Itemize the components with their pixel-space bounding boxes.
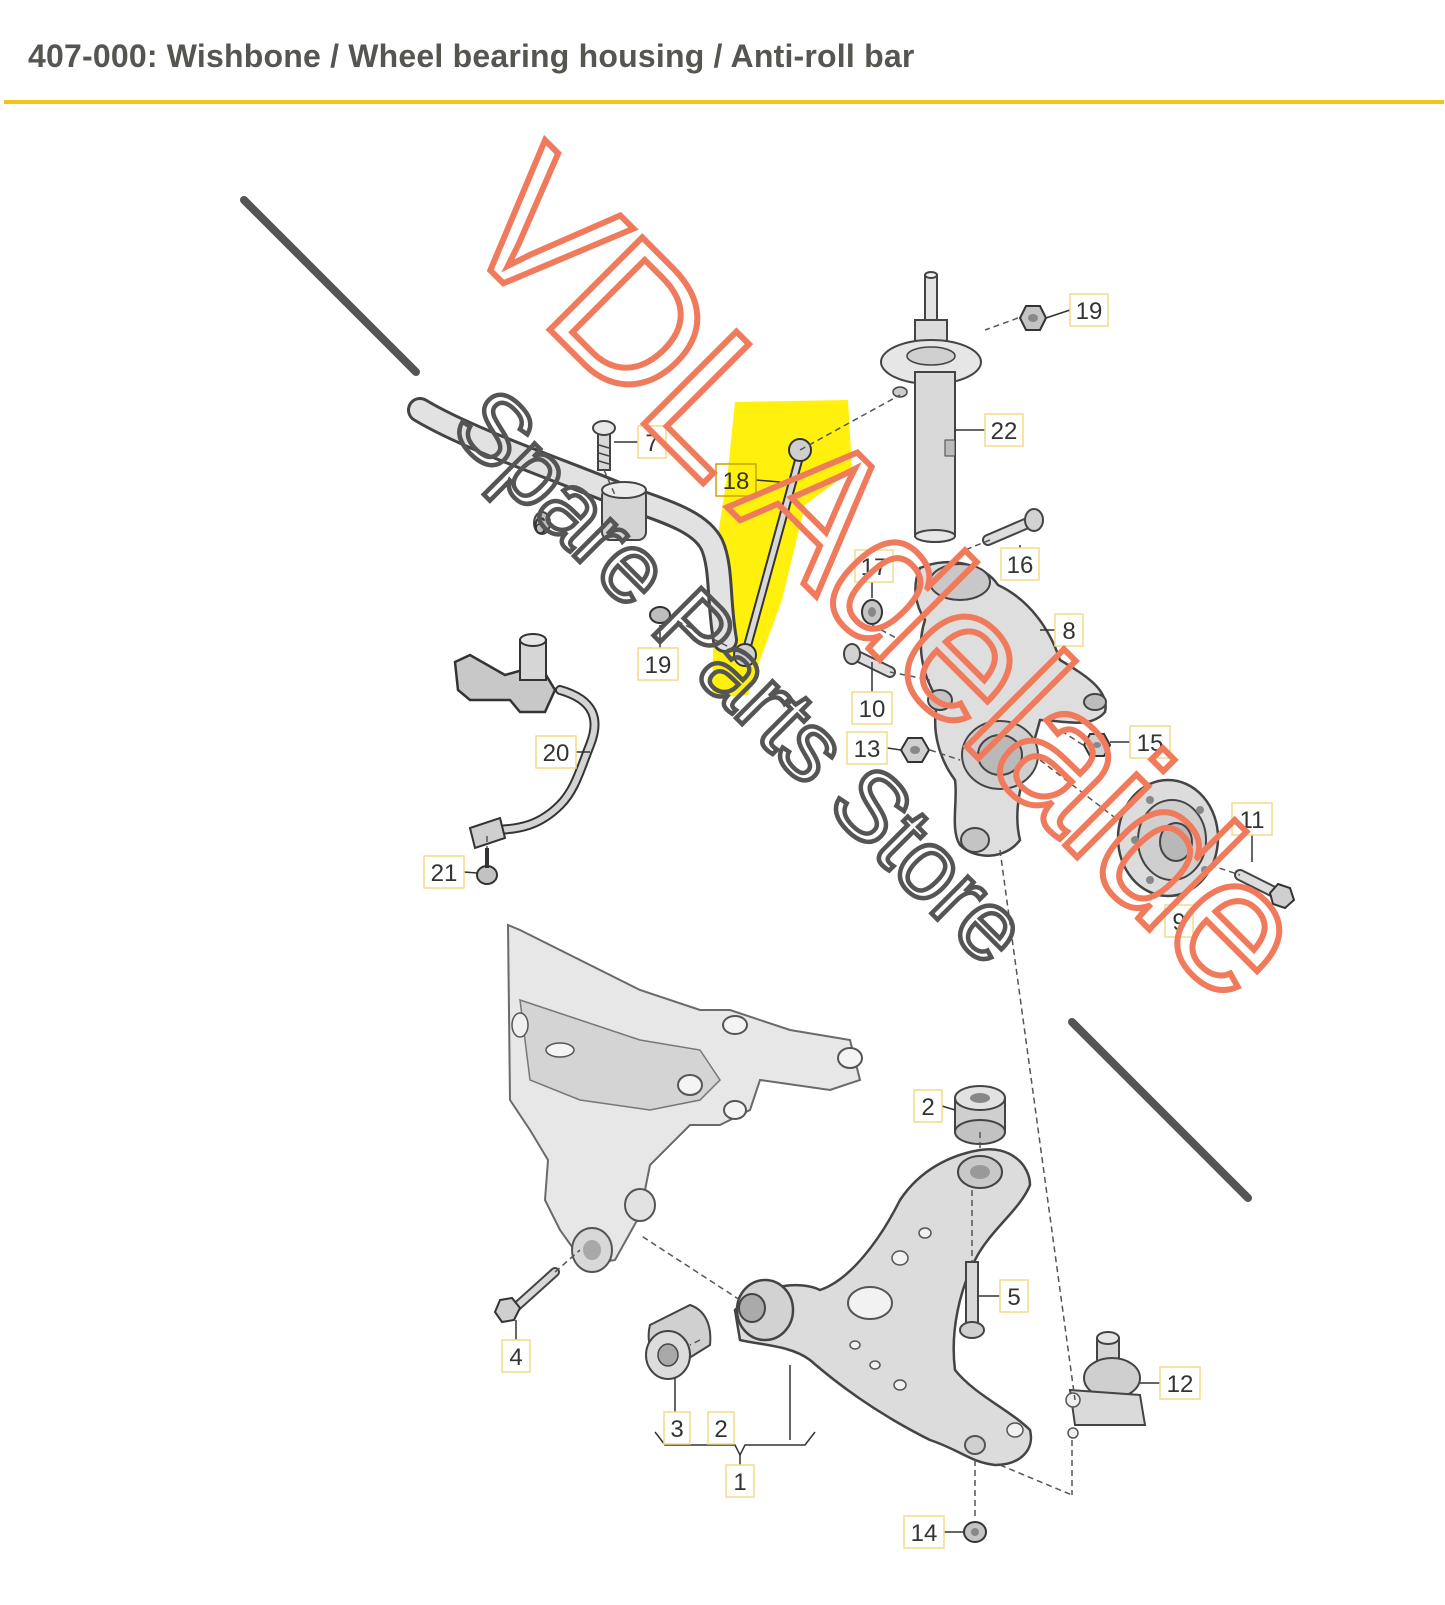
callout-17-label: 17: [861, 554, 888, 581]
subframe: [506, 923, 863, 1273]
callout-7-label: 7: [645, 430, 658, 457]
watermark-primary-text: VDL Adelaide: [423, 111, 1348, 1036]
anti-roll-bar-bush: [533, 481, 647, 541]
bush-3: [645, 1303, 712, 1380]
ball-joint-12: [1065, 1331, 1147, 1439]
callout-4-label: 4: [509, 1344, 522, 1371]
callout-19-lower: 19: [637, 625, 679, 681]
callout-18: 18: [715, 463, 781, 497]
callout-7: 7: [614, 425, 667, 459]
page-title: 407-000: Wishbone / Wheel bearing housin…: [28, 38, 915, 74]
nut-21: [476, 848, 498, 885]
callout-19-top-label: 19: [1076, 298, 1103, 325]
callout-2-bottom: 2: [707, 1411, 735, 1445]
callout-19-lower-label: 19: [645, 652, 672, 679]
bolt-11: [1234, 869, 1296, 910]
nut-19-top: [1018, 305, 1048, 331]
callout-12: 12: [1140, 1366, 1201, 1400]
watermark-slash-bottom: [1068, 1018, 1252, 1202]
highlight-part-18: [712, 400, 852, 698]
callout-14-label: 14: [911, 1520, 938, 1547]
callout-3: 3: [663, 1411, 691, 1445]
callout-17: 17: [854, 549, 894, 598]
callout-2-bottom-label: 2: [714, 1416, 727, 1443]
callout-1: 1: [725, 1464, 755, 1498]
callout-20: 20: [535, 735, 590, 769]
bolt-16: [982, 508, 1044, 546]
callout-5: 5: [978, 1279, 1029, 1313]
callout-8-label: 8: [1062, 618, 1075, 645]
callout-12-label: 12: [1167, 1371, 1194, 1398]
callout-15-label: 15: [1137, 730, 1164, 757]
callout-2-top: 2: [913, 1089, 956, 1123]
callout-1-label: 1: [733, 1469, 746, 1496]
callout-18-label: 18: [723, 468, 750, 495]
nut-17: [861, 599, 883, 625]
level-sensor-20: [453, 633, 600, 850]
assembly-lines: [486, 317, 1241, 1520]
anti-roll-bar: [407, 397, 738, 653]
callout-11-label: 11: [1240, 807, 1265, 834]
callout-16: 16: [1000, 545, 1040, 581]
callout-5-label: 5: [1007, 1284, 1020, 1311]
wheel-bearing-housing-8: [914, 560, 1107, 857]
nut-14: [963, 1521, 987, 1543]
callout-2-top-label: 2: [921, 1094, 934, 1121]
bolt-5: [959, 1261, 985, 1339]
title-underline: [4, 100, 1444, 104]
callout-13-label: 13: [854, 736, 881, 763]
callout-13: 13: [846, 731, 902, 765]
callout-21: 21: [423, 855, 478, 889]
callout-16-label: 16: [1007, 552, 1034, 579]
callout-9: 9: [1164, 896, 1194, 938]
callout-11: 11: [1231, 802, 1273, 862]
bolt-7: [592, 420, 616, 471]
nut-15: [1082, 733, 1112, 757]
callout-10: 10: [851, 662, 893, 725]
shock-absorber-22: [880, 271, 982, 543]
callout-3-label: 3: [670, 1416, 683, 1443]
callout-20-label: 20: [543, 740, 570, 767]
callout-4: 4: [501, 1320, 531, 1373]
callout-21-label: 21: [431, 860, 458, 887]
bolt-4: [493, 1267, 560, 1324]
callout-22-label: 22: [991, 418, 1018, 445]
wishbone-1: [733, 1147, 1033, 1467]
callout-22: 22: [955, 413, 1024, 447]
callout-6-label: 6: [533, 513, 546, 540]
callout-14: 14: [903, 1515, 963, 1549]
callout-15: 15: [1110, 725, 1171, 759]
callout-6: 6: [533, 513, 546, 540]
nut-19-lower: [649, 606, 671, 624]
coupling-rod-18: [733, 438, 812, 667]
callout-9-label: 9: [1172, 909, 1185, 936]
callout-10-label: 10: [859, 696, 886, 723]
watermark-slash-top: [240, 196, 420, 376]
callout-group-1: [654, 1365, 816, 1465]
callout-19-top: 19: [1045, 293, 1109, 327]
callout-8: 8: [1040, 613, 1084, 647]
callouts: 22 19 18 7 6: [423, 293, 1273, 1549]
wheel-hub-9: [1116, 778, 1220, 898]
